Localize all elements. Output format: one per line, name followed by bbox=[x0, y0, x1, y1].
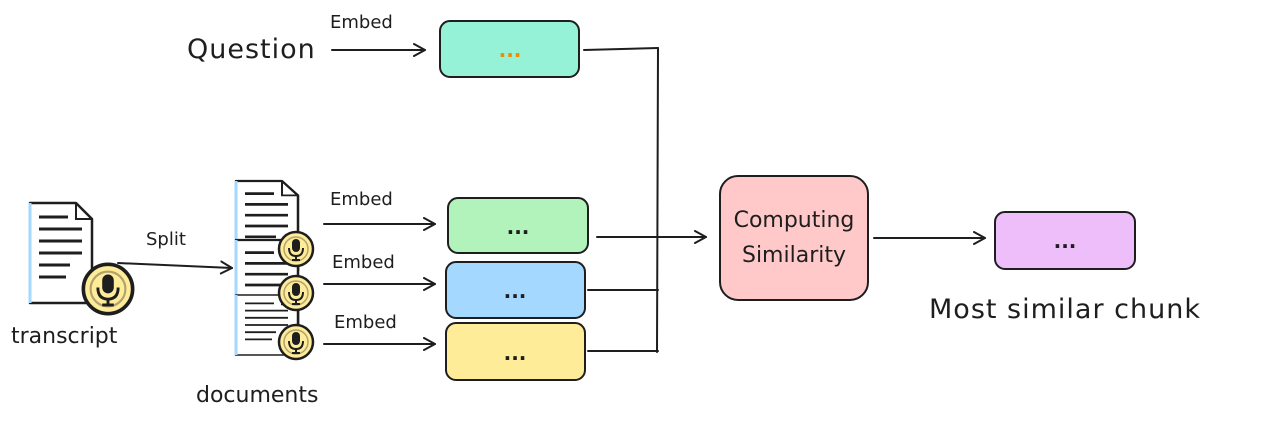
question-embed-label: Embed bbox=[330, 12, 393, 33]
chunk-embed-label: Embed bbox=[332, 252, 395, 273]
computing-similarity-line1: Computing bbox=[734, 208, 855, 233]
chunk-embedding-dots: ... bbox=[504, 341, 527, 365]
chunk-embed-label: Embed bbox=[334, 312, 397, 333]
chunk-embed-label: Embed bbox=[330, 189, 393, 210]
most-similar-chunk-caption: Most similar chunk bbox=[929, 294, 1201, 325]
chunk-mic-icon bbox=[277, 274, 315, 312]
split-arrow bbox=[117, 260, 233, 275]
transcript-mic-icon bbox=[81, 262, 135, 316]
chunk-mic-icon bbox=[277, 323, 315, 361]
chunk-embedding-box bbox=[447, 197, 589, 254]
merge-connector bbox=[583, 47, 707, 353]
question-embedding-box bbox=[439, 20, 580, 78]
documents-label: documents bbox=[196, 383, 318, 408]
split-label: Split bbox=[146, 229, 186, 250]
computing-similarity-box bbox=[719, 175, 869, 301]
transcript-label: transcript bbox=[11, 324, 118, 349]
chunk-mic-icon bbox=[277, 230, 315, 268]
most-similar-chunk-dots: ... bbox=[1054, 229, 1077, 253]
question-label: Question bbox=[187, 34, 316, 65]
chunk-embedding-dots: ... bbox=[504, 279, 527, 303]
question-embedding-dots: ... bbox=[499, 38, 522, 62]
chunk-embedding-box bbox=[445, 322, 586, 381]
chunk-embedding-box bbox=[445, 261, 586, 319]
computing-similarity-line2: Similarity bbox=[742, 243, 846, 268]
most-similar-chunk-box bbox=[994, 211, 1136, 270]
chunk-embedding-dots: ... bbox=[507, 215, 530, 239]
